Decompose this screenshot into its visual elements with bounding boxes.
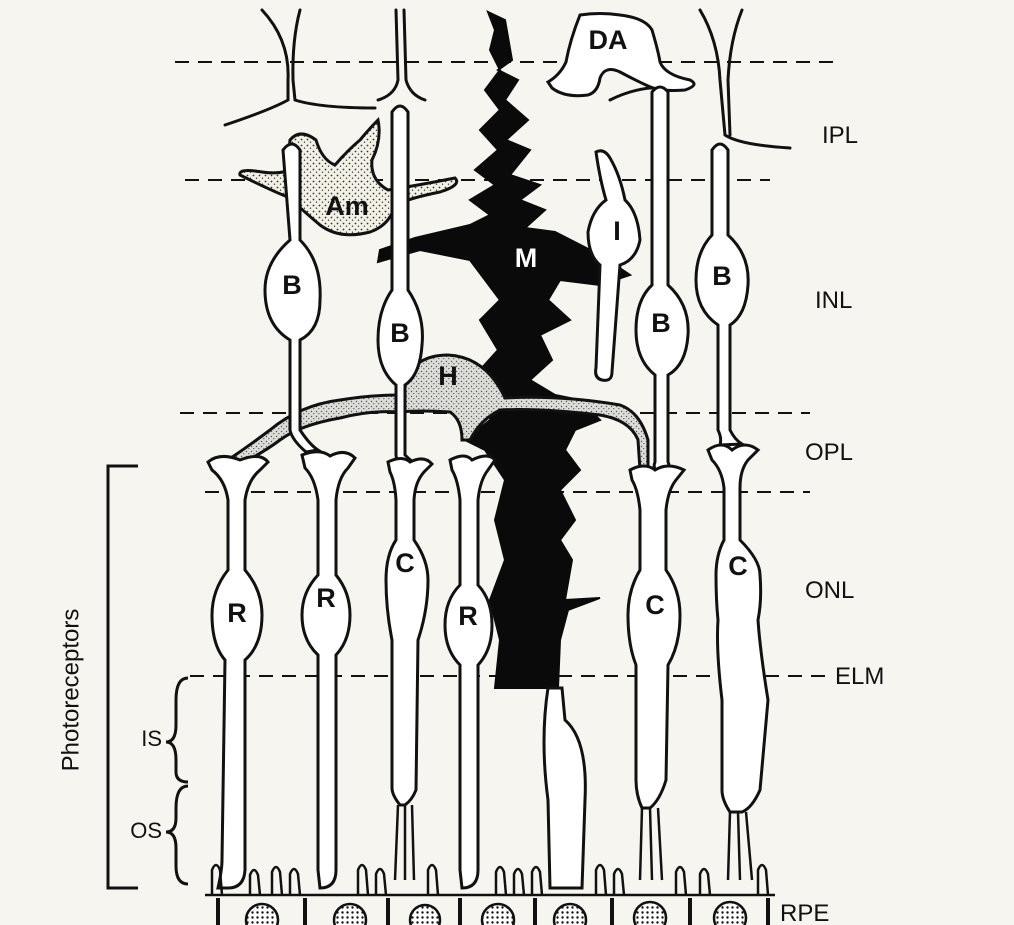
rpe-nucleus <box>634 902 666 925</box>
label-b-2: B <box>390 318 410 348</box>
rpe-nucleus <box>410 905 440 925</box>
layer-label-inl: INL <box>815 287 852 314</box>
label-b-4: B <box>712 261 732 291</box>
label-r-3: R <box>458 601 478 631</box>
label-h: H <box>438 361 458 391</box>
layer-label-onl: ONL <box>805 577 854 604</box>
rod-3 <box>445 456 495 888</box>
cone-3 <box>708 445 768 812</box>
label-b-3: B <box>651 308 671 338</box>
label-da: DA <box>589 25 628 55</box>
photoreceptor-cells <box>208 445 768 888</box>
rod-1 <box>208 456 268 888</box>
is-bracket <box>166 678 188 782</box>
rpe-nucleus <box>554 904 586 925</box>
label-c-2: C <box>645 590 665 620</box>
label-r-1: R <box>227 598 247 628</box>
photoreceptors-label: Photoreceptors <box>57 609 84 772</box>
rpe-villi <box>212 865 768 895</box>
os-label: OS <box>130 818 162 843</box>
label-c-3: C <box>728 551 748 581</box>
is-label: IS <box>141 726 162 751</box>
layer-label-ipl: IPL <box>822 122 858 149</box>
rpe-nucleus <box>714 902 746 925</box>
label-i: I <box>613 216 621 246</box>
cone-2 <box>628 466 684 808</box>
label-am: Am <box>325 191 369 221</box>
layer-label-opl: OPL <box>805 439 853 466</box>
bipolar-cell-3 <box>636 87 688 472</box>
rod-2 <box>302 452 355 888</box>
label-r-2: R <box>316 583 336 613</box>
cone-1 <box>386 459 432 806</box>
label-b-1: B <box>282 270 302 300</box>
os-bracket <box>166 786 188 884</box>
rpe-nucleus <box>482 904 514 925</box>
rpe-cells <box>246 902 746 925</box>
layer-label-rpe: RPE <box>780 900 829 925</box>
layer-label-elm: ELM <box>835 663 884 690</box>
bipolar-cell-4 <box>696 144 748 445</box>
label-c-1: C <box>395 548 415 578</box>
label-m: M <box>515 243 538 273</box>
rpe-nucleus <box>246 904 278 925</box>
muller-foot-cell <box>544 688 585 888</box>
rpe-nucleus <box>334 904 366 925</box>
